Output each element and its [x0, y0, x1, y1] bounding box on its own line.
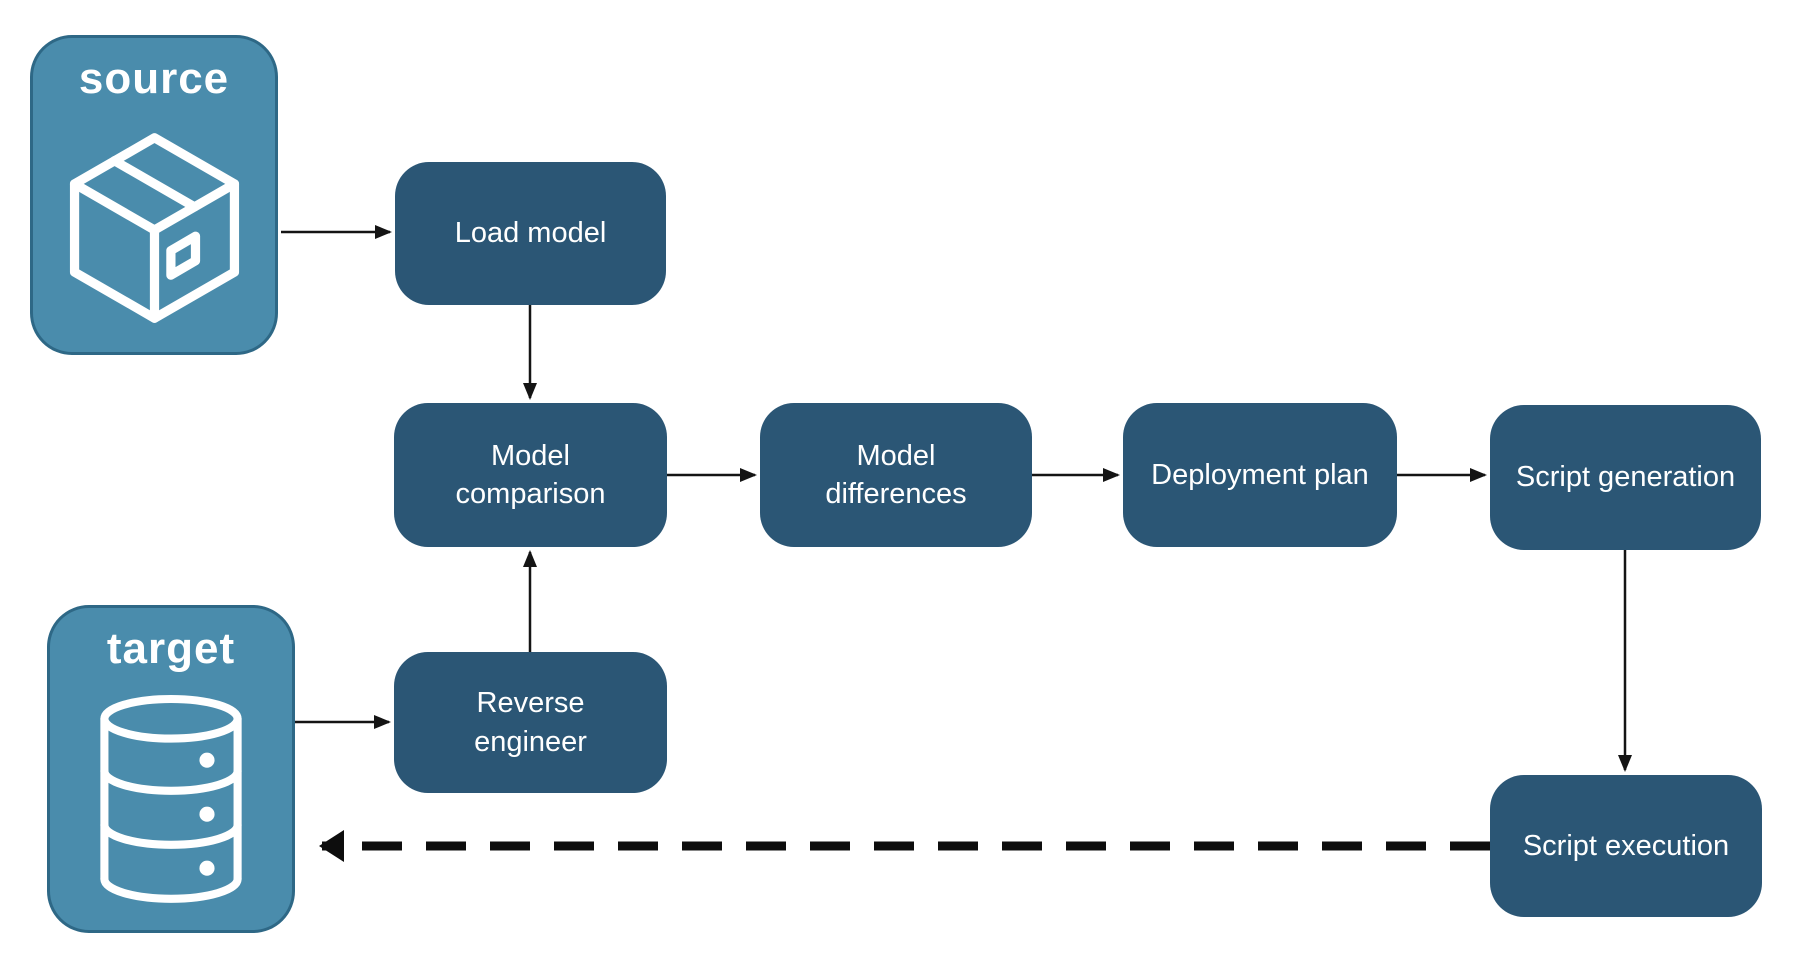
node-model-differences: Model differences: [760, 403, 1032, 547]
node-label: Model comparison: [455, 439, 606, 510]
source-entity: source: [30, 35, 278, 355]
database-icon: [50, 674, 292, 930]
node-label: Script execution: [1522, 829, 1730, 862]
source-label: source: [78, 54, 230, 103]
node-label: Reverse engineer: [474, 687, 587, 758]
node-label: Deployment plan: [1151, 458, 1369, 491]
node-deployment-plan: Deployment plan: [1123, 403, 1397, 547]
node-model-comparison: Model comparison: [394, 403, 667, 547]
node-script-generation: Script generation: [1490, 405, 1761, 550]
node-load-model: Load model: [395, 162, 666, 305]
node-label: Model differences: [825, 439, 967, 510]
target-label: target: [106, 624, 236, 673]
package-icon: [33, 104, 275, 352]
node-script-execution: Script execution: [1490, 775, 1762, 917]
node-label: Script generation: [1515, 461, 1736, 494]
target-entity: target: [47, 605, 295, 933]
node-reverse-engineer: Reverse engineer: [394, 652, 667, 793]
node-label: Load model: [454, 217, 607, 250]
